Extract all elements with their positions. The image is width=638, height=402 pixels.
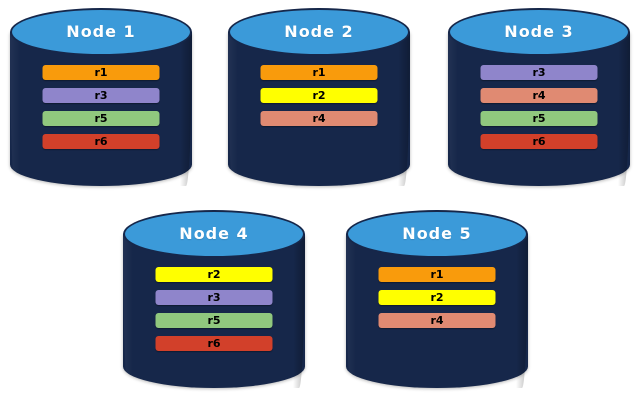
cylinder-body (123, 234, 305, 388)
record-bar[interactable]: r6 (155, 336, 273, 351)
database-node-5[interactable]: Node 5 r1 r2 r4 (346, 210, 528, 388)
record-bar[interactable]: r5 (155, 313, 273, 328)
record-bar[interactable]: r1 (378, 267, 496, 282)
cylinder-body (448, 32, 630, 186)
record-bar[interactable]: r2 (260, 88, 378, 103)
node-label: Node 2 (284, 22, 354, 41)
record-bar[interactable]: r1 (260, 65, 378, 80)
record-bar[interactable]: r3 (42, 88, 160, 103)
cylinder-top: Node 4 (123, 210, 305, 258)
record-list: r3 r4 r5 r6 (480, 65, 598, 149)
node-label: Node 4 (179, 224, 249, 243)
node-label: Node 3 (504, 22, 574, 41)
record-bar[interactable]: r2 (378, 290, 496, 305)
cylinder-body (10, 32, 192, 186)
database-node-2[interactable]: Node 2 r1 r2 r4 (228, 8, 410, 186)
record-list: r1 r2 r4 (378, 267, 496, 328)
record-bar[interactable]: r4 (378, 313, 496, 328)
record-list: r1 r2 r4 (260, 65, 378, 126)
record-bar[interactable]: r3 (155, 290, 273, 305)
cylinder-top: Node 3 (448, 8, 630, 56)
cylinder-top: Node 2 (228, 8, 410, 56)
database-node-1[interactable]: Node 1 r1 r3 r5 r6 (10, 8, 192, 186)
database-node-3[interactable]: Node 3 r3 r4 r5 r6 (448, 8, 630, 186)
record-bar[interactable]: r3 (480, 65, 598, 80)
record-bar[interactable]: r5 (42, 111, 160, 126)
cylinder-body (346, 234, 528, 388)
cylinder-top: Node 5 (346, 210, 528, 258)
cylinder-top: Node 1 (10, 8, 192, 56)
node-label: Node 1 (66, 22, 136, 41)
record-bar[interactable]: r2 (155, 267, 273, 282)
record-bar[interactable]: r6 (42, 134, 160, 149)
record-bar[interactable]: r1 (42, 65, 160, 80)
node-label: Node 5 (402, 224, 472, 243)
record-bar[interactable]: r4 (480, 88, 598, 103)
record-list: r1 r3 r5 r6 (42, 65, 160, 149)
cylinder-body (228, 32, 410, 186)
record-bar[interactable]: r5 (480, 111, 598, 126)
record-list: r2 r3 r5 r6 (155, 267, 273, 351)
record-bar[interactable]: r6 (480, 134, 598, 149)
database-node-4[interactable]: Node 4 r2 r3 r5 r6 (123, 210, 305, 388)
record-bar[interactable]: r4 (260, 111, 378, 126)
